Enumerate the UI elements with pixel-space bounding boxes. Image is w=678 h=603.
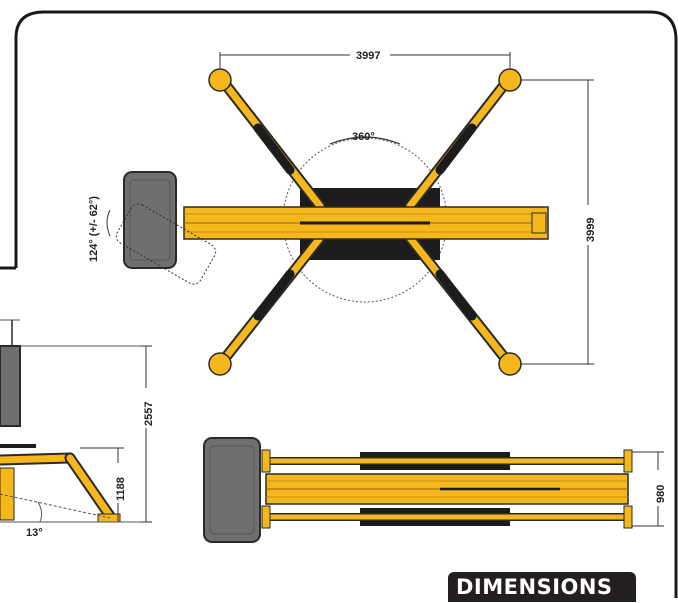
dim-top-height-label: 3999 bbox=[585, 218, 597, 242]
side-view: 13° 2557 1188 bbox=[0, 319, 155, 539]
frame-outline bbox=[14, 10, 678, 598]
stowed-view: 980 bbox=[203, 437, 667, 543]
dim-outrigger-height-label: 1188 bbox=[115, 477, 127, 501]
top-view: 360° bbox=[88, 47, 597, 376]
dim-overall-height-label: 2557 bbox=[143, 402, 155, 426]
angle-label: 13° bbox=[26, 527, 43, 539]
dim-stowed-width-label: 980 bbox=[655, 485, 667, 503]
side-basket bbox=[0, 345, 21, 427]
dim-top-width-label: 3997 bbox=[356, 50, 380, 62]
basket bbox=[123, 171, 177, 269]
dim-overall-height bbox=[140, 345, 152, 523]
stowed-basket bbox=[203, 437, 261, 543]
section-title-badge: DIMENSIONS bbox=[448, 572, 636, 602]
rotation-label: 360° bbox=[352, 131, 375, 143]
outrigger-pads bbox=[208, 68, 522, 376]
basket-rotated-ghost bbox=[115, 203, 217, 285]
basket-rotation-label: 124° (+/- 62°) bbox=[88, 196, 100, 262]
outrigger-legs bbox=[216, 74, 514, 368]
rotation-arrow bbox=[329, 136, 401, 145]
